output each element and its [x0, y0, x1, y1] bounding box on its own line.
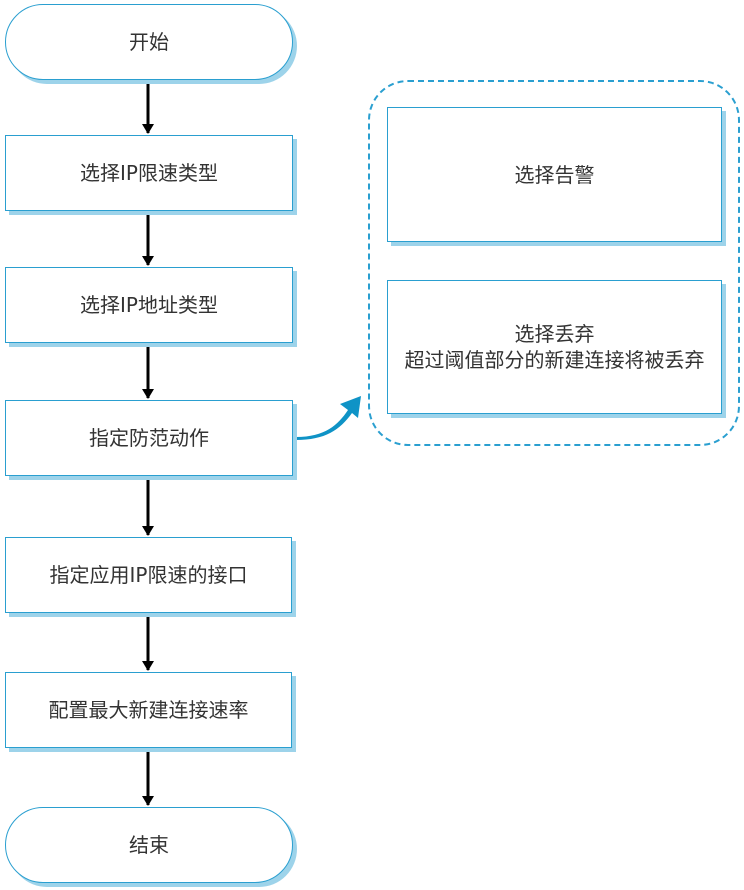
end-node: 结束 [5, 807, 293, 883]
step-interface: 指定应用IP限速的接口 [5, 537, 292, 613]
step-label: 配置最大新建连接速率 [48, 698, 249, 722]
step-ip-address-type: 选择IP地址类型 [5, 267, 293, 343]
step-label: 选择IP限速类型 [80, 161, 218, 185]
curved-arrow-icon [296, 396, 361, 440]
option-label: 选择丢弃 [514, 322, 595, 346]
step-label: 指定应用IP限速的接口 [49, 563, 248, 587]
end-label: 结束 [129, 833, 169, 857]
step-defense-action: 指定防范动作 [5, 400, 293, 476]
option-alarm: 选择告警 [387, 107, 722, 242]
option-description: 超过阈值部分的新建连接将被丢弃 [404, 348, 705, 372]
start-node: 开始 [5, 4, 293, 80]
start-label: 开始 [129, 30, 169, 54]
action-options-group [368, 80, 740, 446]
step-max-connection-rate: 配置最大新建连接速率 [5, 672, 292, 748]
step-label: 选择IP地址类型 [80, 293, 218, 317]
option-label: 选择告警 [514, 162, 595, 187]
step-label: 指定防范动作 [89, 426, 209, 450]
step-ip-rate-limit-type: 选择IP限速类型 [5, 135, 293, 211]
option-drop: 选择丢弃 超过阈值部分的新建连接将被丢弃 [387, 280, 722, 414]
